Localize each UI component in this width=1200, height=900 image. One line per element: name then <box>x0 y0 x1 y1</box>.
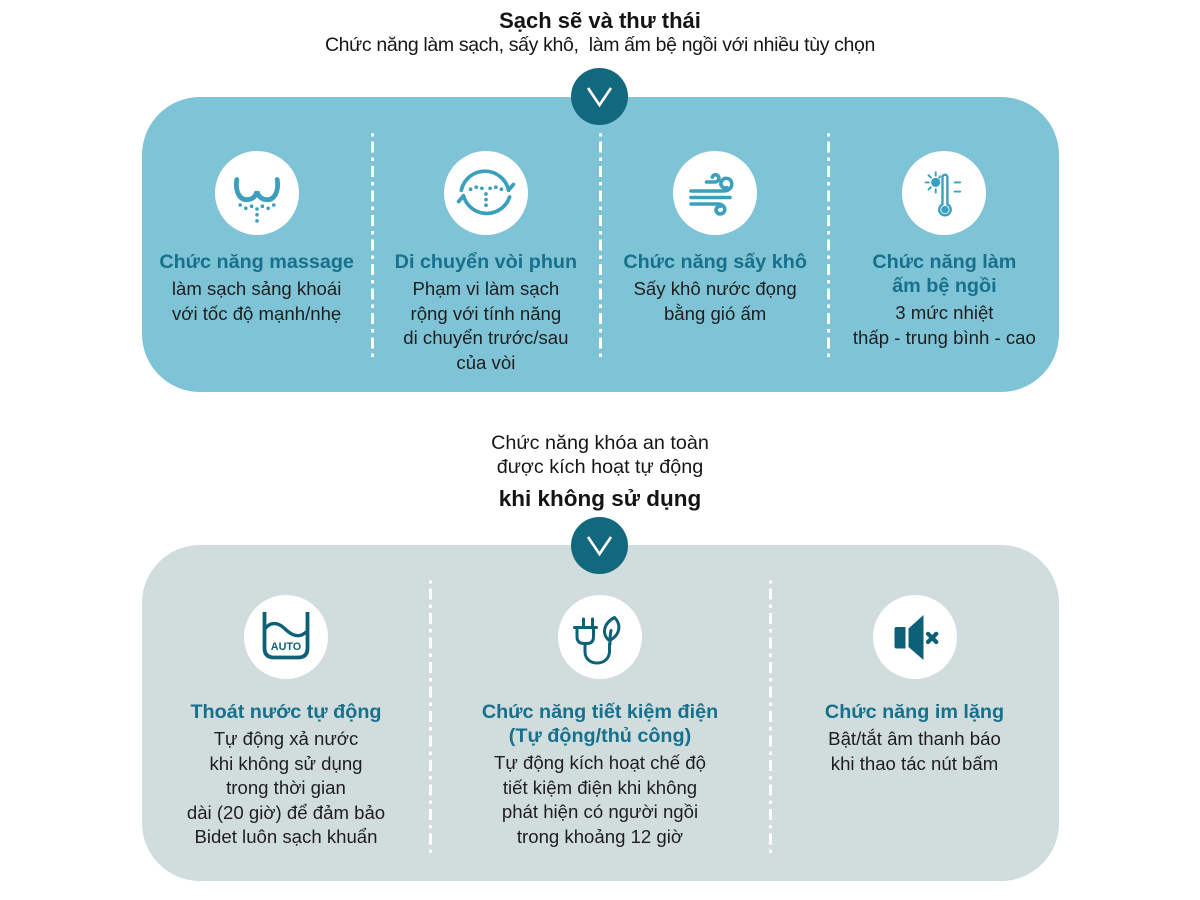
safety-lock-text: Chức năng khóa an toàn được kích hoạt tự… <box>491 432 709 478</box>
safety-lock-note: Chức năng khóa an toàn được kích hoạt tự… <box>0 432 1200 512</box>
feature-heading: Di chuyển vòi phun <box>394 251 578 273</box>
chevron-down-icon <box>586 87 613 108</box>
feature-body: làm sạch sảng khoái với tốc độ mạnh/nhẹ <box>171 278 342 324</box>
feature-heading: Chức năng massage <box>159 251 354 273</box>
feature-nozzle-move: Di chuyển vòi phun Phạm vi làm sạch rộng… <box>371 97 600 392</box>
icon-circle <box>214 151 299 235</box>
massage-icon <box>233 177 280 223</box>
safety-lock-bold-text: khi không sử dụng <box>498 486 702 511</box>
page-title: Sạch sẽ và thư thái <box>499 8 701 33</box>
chevron-down-badge <box>571 68 628 125</box>
divider-dashed <box>769 580 772 856</box>
silent-mode-icon <box>894 615 938 660</box>
feature-heading: Thoát nước tự động <box>190 701 382 723</box>
chevron-down-badge <box>571 517 628 574</box>
energy-saving-icon <box>573 616 621 665</box>
auto-drain-icon: AUTO <box>262 612 310 660</box>
icon-circle <box>443 151 528 235</box>
divider-dashed <box>827 133 830 359</box>
auto-functions-panel: AUTO Thoát nước tự động Tự động xả nước … <box>142 545 1059 881</box>
warm-air-dry-icon <box>689 173 734 216</box>
icon-circle <box>558 595 642 679</box>
icon-circle <box>872 595 957 679</box>
icon-circle <box>673 151 758 235</box>
feature-body: Sấy khô nước đọng bằng gió ấm <box>633 278 797 324</box>
icon-circle: AUTO <box>244 595 328 679</box>
divider-dashed <box>599 133 602 359</box>
feature-heading: Chức năng sấy khô <box>623 251 807 273</box>
auto-label: AUTO <box>271 641 301 653</box>
icon-circle <box>902 151 987 235</box>
divider-dashed <box>371 133 374 359</box>
feature-seat-warm: Chức năng làm ấm bệ ngồi 3 mức nhiệt thấ… <box>830 97 1059 392</box>
page-subtitle: Chức năng làm sạch, sấy khô, làm ấm bệ n… <box>324 34 876 56</box>
feature-heading: Chức năng im lặng <box>824 701 1005 723</box>
chevron-down-icon <box>586 536 613 557</box>
feature-heading: Chức năng làm ấm bệ ngồi <box>872 251 1017 297</box>
divider-dashed <box>429 580 432 856</box>
clean-comfort-panel: Chức năng massage làm sạch sảng khoái vớ… <box>142 97 1059 392</box>
feature-body: Bật/tắt âm thanh báo khi thao tác nút bấ… <box>828 728 1001 774</box>
feature-dry: Chức năng sấy khô Sấy khô nước đọng bằng… <box>601 97 830 392</box>
feature-body: Tự động kích hoạt chế độ tiết kiệm điện … <box>494 752 706 847</box>
feature-body: Phạm vi làm sạch rộng với tính năng di c… <box>403 278 569 373</box>
feature-massage: Chức năng massage làm sạch sảng khoái vớ… <box>142 97 371 392</box>
feature-body: Tự động xả nước khi không sử dụng trong … <box>186 728 386 847</box>
feature-body: 3 mức nhiệt thấp - trung bình - cao <box>852 302 1036 348</box>
feature-heading: Chức năng tiết kiệm điện (Tự động/thủ cô… <box>481 701 719 747</box>
seat-warming-icon <box>924 171 962 217</box>
nozzle-move-icon <box>456 169 516 216</box>
feature-silent-mode: Chức năng im lặng Bật/tắt âm thanh báo k… <box>770 545 1059 881</box>
feature-energy-saving: Chức năng tiết kiệm điện (Tự động/thủ cô… <box>430 545 770 881</box>
feature-auto-drain: AUTO Thoát nước tự động Tự động xả nước … <box>142 545 430 881</box>
